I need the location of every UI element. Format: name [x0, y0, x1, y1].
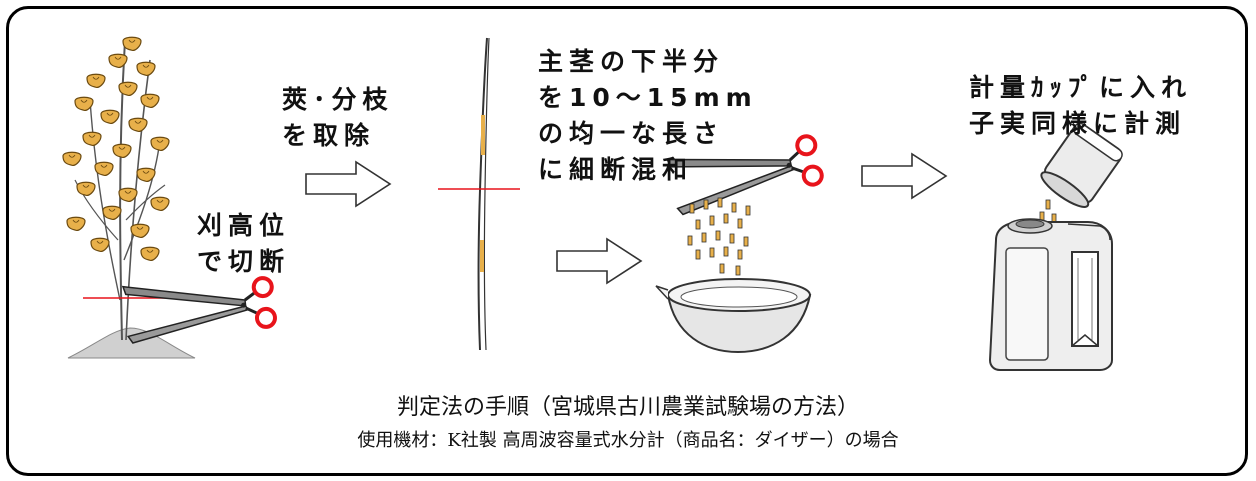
step-measure-line-1: 計量ｶｯﾌﾟに入れ — [969, 73, 1193, 102]
step-chop-line-2: を10～15mm — [538, 83, 758, 112]
step-chop-label: 主茎の下半分 を10～15mm の均一な長さ に細断混和 — [538, 44, 758, 188]
arrow-right-icon — [305, 161, 391, 207]
moisture-meter-icon — [988, 218, 1113, 371]
step-remove-line-2: を取除 — [282, 121, 376, 150]
step-remove-label: 莢･分枝 を取除 — [282, 82, 394, 154]
step-chop-line-4: に細断混和 — [538, 155, 694, 184]
measuring-cup-icon — [1039, 122, 1123, 224]
caption-title: 判定法の手順（宮城県古川農業試験場の方法） — [396, 395, 859, 420]
main-stem-icon — [438, 37, 520, 351]
step-remove-line-1: 莢･分枝 — [282, 85, 394, 114]
chopped-stem-pieces-icon — [687, 197, 751, 276]
mixing-bowl-icon — [655, 278, 812, 354]
soybean-plant-icon — [62, 36, 196, 359]
step-chop-line-3: の均一な長さ — [538, 119, 725, 148]
caption-subtitle: 使用機材：K社製 高周波容量式水分計（商品名：ダイザー）の場合 — [357, 430, 899, 451]
step-measure-label: 計量ｶｯﾌﾟに入れ 子実同様に計測 — [969, 70, 1192, 142]
step-measure-line-2: 子実同様に計測 — [969, 109, 1187, 138]
scissors-icon — [120, 269, 279, 346]
step-cut-line-2: で切断 — [197, 247, 291, 276]
step-cut-label: 刈高位 で切断 — [197, 208, 290, 280]
arrow-right-icon — [556, 238, 642, 284]
step-chop-line-1: 主茎の下半分 — [538, 47, 725, 76]
step-cut-line-1: 刈高位 — [197, 211, 291, 240]
arrow-right-icon — [861, 153, 947, 199]
